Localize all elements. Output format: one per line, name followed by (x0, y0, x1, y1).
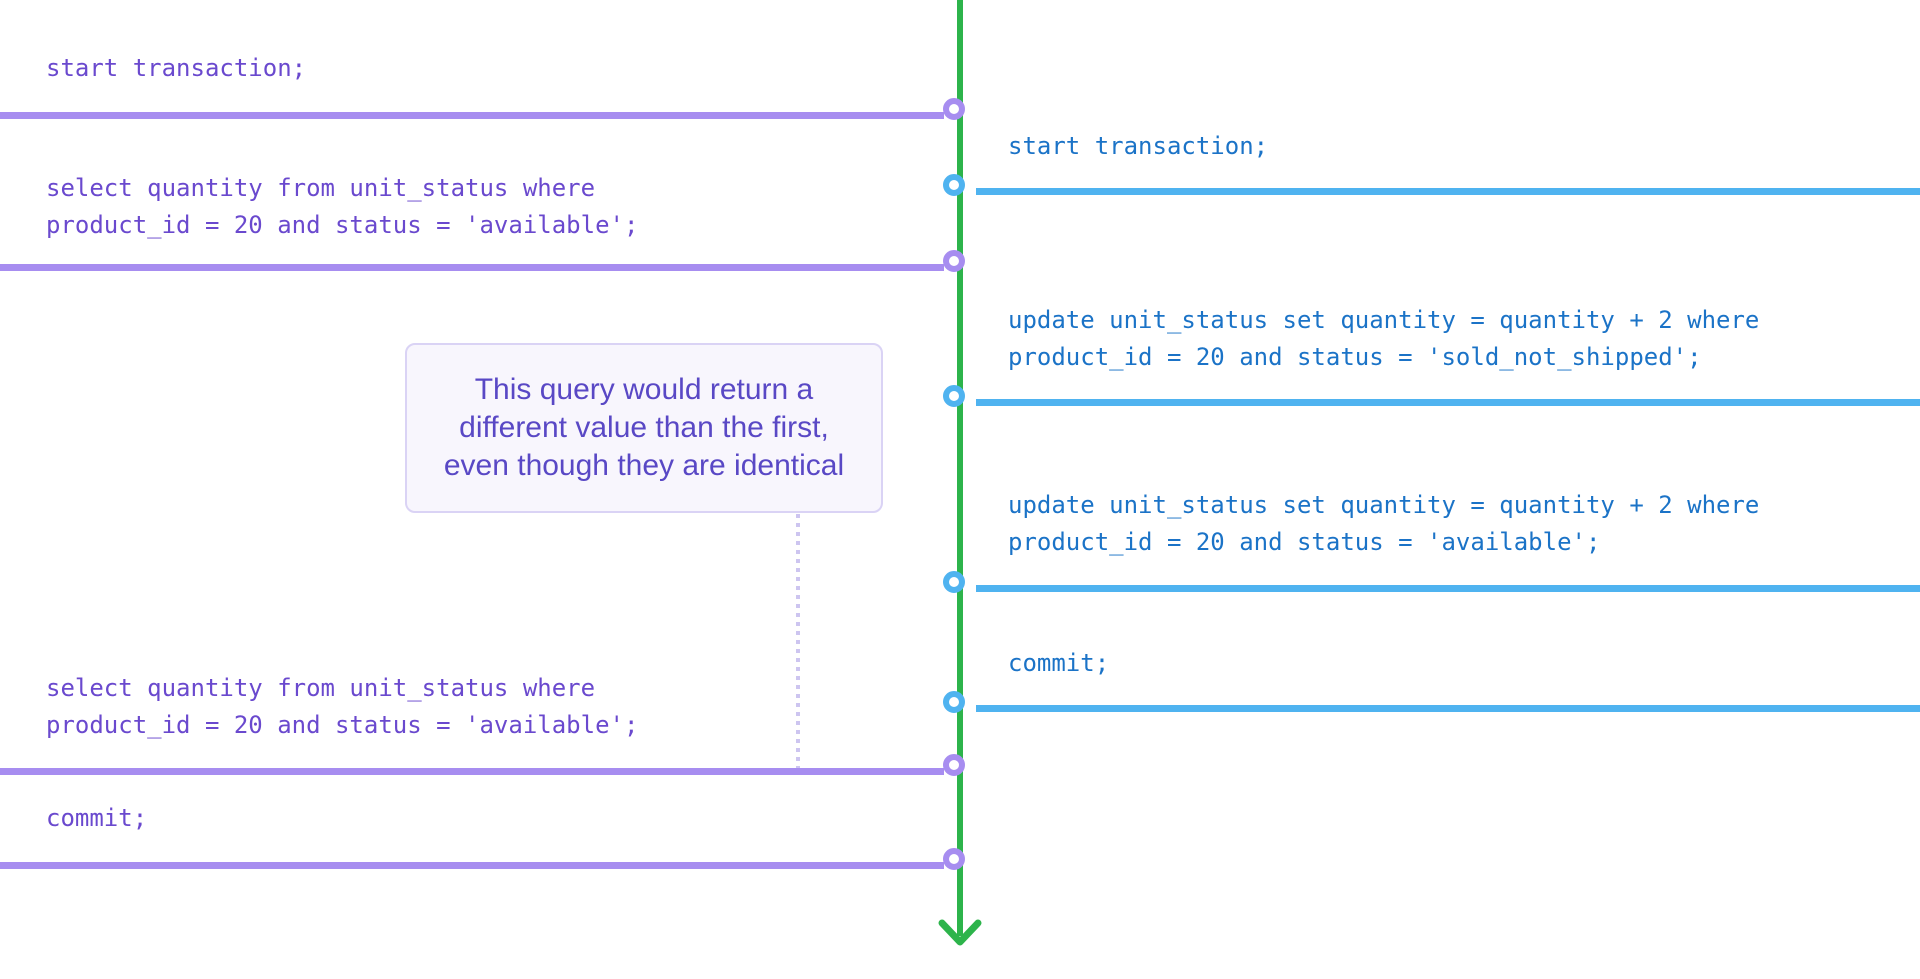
session-a-statement-commit: commit; (46, 804, 148, 832)
session-a-connector (0, 862, 944, 869)
session-b-statement-update-2: update unit_status set quantity = quanti… (1008, 491, 1760, 556)
session-a-statement-start: start transaction; (46, 54, 307, 82)
timeline-arrowhead-icon (938, 919, 982, 946)
session-a-node (943, 754, 965, 776)
session-a-node (943, 98, 965, 120)
session-a-connector (0, 768, 944, 775)
annotation-note-text: This query would return a different valu… (443, 373, 845, 482)
session-b-connector (976, 399, 1920, 406)
session-a-node (943, 250, 965, 272)
session-b-statement-start: start transaction; (1008, 132, 1269, 160)
session-b-connector (976, 585, 1920, 592)
session-a-statement-select-2: select quantity from unit_status where p… (46, 674, 639, 739)
session-a-connector (0, 264, 944, 271)
session-b-node (943, 174, 965, 196)
session-a-node (943, 848, 965, 870)
timeline-line (957, 0, 963, 936)
annotation-dotted-connector (796, 514, 800, 768)
session-b-node (943, 571, 965, 593)
session-b-node (943, 385, 965, 407)
session-b-node (943, 691, 965, 713)
session-b-statement-commit: commit; (1008, 649, 1110, 677)
session-b-connector (976, 188, 1920, 195)
session-a-connector (0, 112, 944, 119)
session-b-statement-update-1: update unit_status set quantity = quanti… (1008, 306, 1760, 371)
session-b-connector (976, 705, 1920, 712)
session-a-statement-select-1: select quantity from unit_status where p… (46, 174, 639, 239)
annotation-note: This query would return a different valu… (405, 343, 883, 513)
